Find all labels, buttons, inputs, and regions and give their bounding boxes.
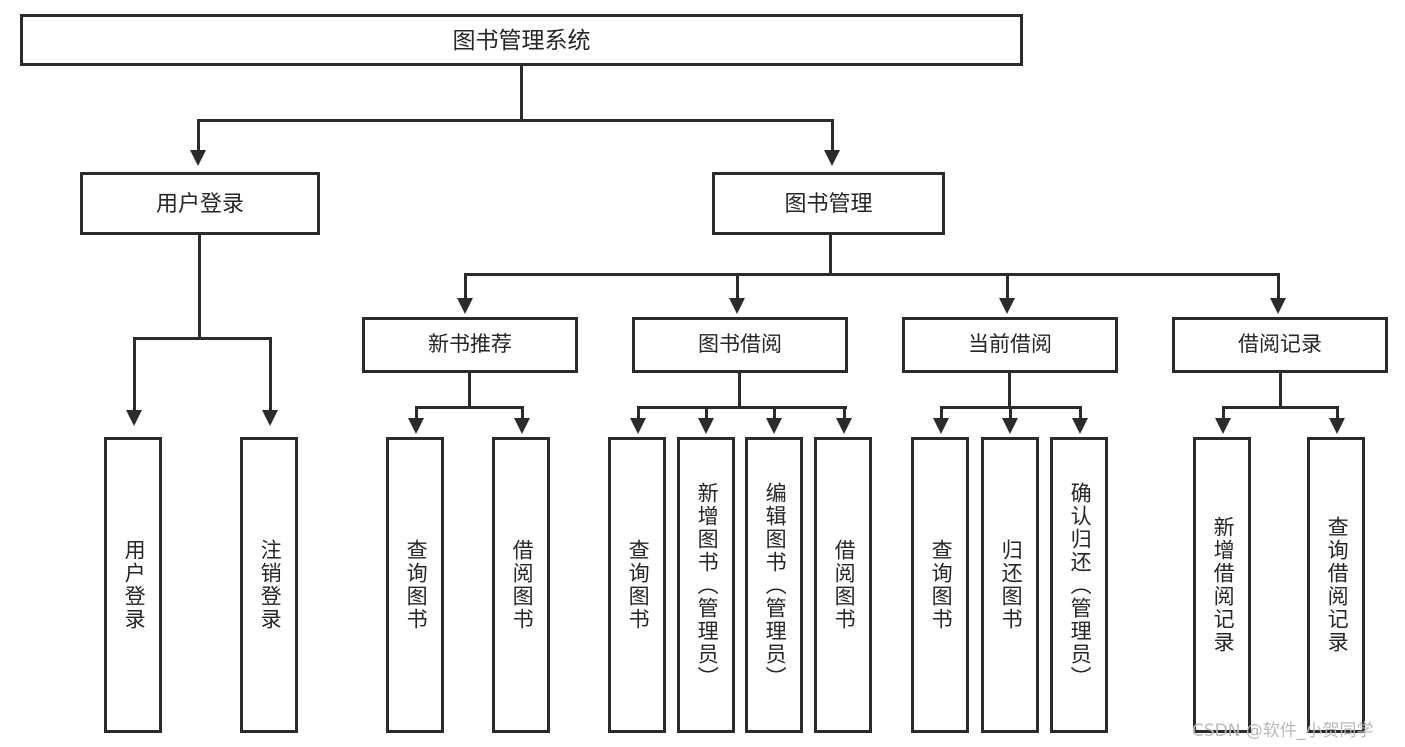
arrow-cb-to-leaf-2 bbox=[1002, 418, 1018, 434]
arrow-bm-to-new-book bbox=[457, 298, 473, 314]
arrow-new-book-to-leaf-1 bbox=[408, 418, 424, 434]
edge-borrow-record-bus bbox=[1222, 406, 1339, 409]
arrow-cb-to-leaf-1 bbox=[933, 418, 949, 434]
node-label: 当前借阅 bbox=[968, 332, 1052, 356]
edge-user-login-to-leaf-2 bbox=[269, 337, 272, 413]
node-label: 新书推荐 bbox=[428, 332, 512, 356]
edge-user-login-bus bbox=[133, 337, 272, 340]
node-label: 用户登录 bbox=[155, 190, 244, 216]
edge-bb-to-leaf-1 bbox=[637, 406, 640, 420]
node-borrow-record[interactable]: 借阅记录 bbox=[1172, 317, 1388, 373]
edge-root-to-book-management bbox=[831, 119, 834, 153]
edge-root-stem bbox=[520, 66, 523, 121]
node-label: 查询图书 bbox=[929, 539, 953, 631]
node-label: 注销登录 bbox=[258, 539, 282, 631]
arrow-user-login-to-leaf-1 bbox=[126, 410, 142, 426]
leaf-book-borrow-edit-book[interactable]: 编辑图书（管理员） bbox=[745, 437, 803, 733]
node-label: 确认归还（管理员） bbox=[1068, 481, 1092, 689]
edge-bm-to-book-borrow bbox=[736, 273, 739, 301]
edge-bm-to-current-borrow bbox=[1006, 273, 1009, 301]
node-current-borrow[interactable]: 当前借阅 bbox=[902, 317, 1118, 373]
edge-book-management-bus bbox=[464, 273, 1280, 276]
edge-new-book-to-leaf-2 bbox=[521, 406, 524, 420]
edge-bb-to-leaf-4 bbox=[843, 406, 846, 420]
edge-bb-to-leaf-3 bbox=[773, 406, 776, 420]
arrow-root-to-user-login bbox=[190, 150, 206, 166]
leaf-current-borrow-query-book[interactable]: 查询图书 bbox=[911, 437, 969, 733]
edge-bm-to-new-book bbox=[464, 273, 467, 301]
edge-br-to-leaf-2 bbox=[1336, 406, 1339, 420]
node-label: 借阅图书 bbox=[510, 539, 534, 631]
arrow-bm-to-book-borrow bbox=[729, 298, 745, 314]
edge-book-borrow-bus bbox=[637, 406, 847, 409]
arrow-bm-to-borrow-record bbox=[1270, 298, 1286, 314]
node-label: 归还图书 bbox=[999, 539, 1023, 631]
node-label: 图书借阅 bbox=[698, 332, 782, 356]
node-root-book-management-system[interactable]: 图书管理系统 bbox=[20, 14, 1023, 66]
node-label: 查询图书 bbox=[626, 539, 650, 631]
leaf-new-book-borrow-book[interactable]: 借阅图书 bbox=[492, 437, 550, 733]
node-label: 图书管理 bbox=[784, 190, 873, 216]
edge-book-management-stem bbox=[829, 235, 832, 275]
leaf-current-borrow-return-book[interactable]: 归还图书 bbox=[981, 437, 1039, 733]
arrow-bm-to-current-borrow bbox=[999, 298, 1015, 314]
edge-cb-to-leaf-3 bbox=[1079, 406, 1082, 420]
arrow-bb-to-leaf-2 bbox=[698, 418, 714, 434]
leaf-book-borrow-query-book[interactable]: 查询图书 bbox=[608, 437, 666, 733]
edge-new-book-bus bbox=[415, 406, 524, 409]
leaf-current-borrow-confirm-return[interactable]: 确认归还（管理员） bbox=[1050, 437, 1108, 733]
arrow-bb-to-leaf-1 bbox=[630, 418, 646, 434]
edge-root-to-user-login bbox=[197, 119, 200, 153]
arrow-user-login-to-leaf-2 bbox=[262, 410, 278, 426]
node-book-borrow[interactable]: 图书借阅 bbox=[632, 317, 848, 373]
leaf-user-login-logout[interactable]: 注销登录 bbox=[240, 437, 298, 733]
node-label: 图书管理系统 bbox=[452, 26, 591, 53]
arrow-bb-to-leaf-4 bbox=[836, 418, 852, 434]
arrow-cb-to-leaf-3 bbox=[1072, 418, 1088, 434]
edge-book-borrow-stem bbox=[738, 373, 741, 408]
edge-bb-to-leaf-2 bbox=[705, 406, 708, 420]
edge-cb-to-leaf-1 bbox=[940, 406, 943, 420]
arrow-br-to-leaf-2 bbox=[1329, 418, 1345, 434]
edge-br-to-leaf-1 bbox=[1222, 406, 1225, 420]
node-new-book-recommend[interactable]: 新书推荐 bbox=[362, 317, 578, 373]
leaf-borrow-record-add-record[interactable]: 新增借阅记录 bbox=[1193, 437, 1251, 733]
leaf-user-login-login[interactable]: 用户登录 bbox=[104, 437, 162, 733]
node-label: 查询图书 bbox=[404, 539, 428, 631]
node-user-login[interactable]: 用户登录 bbox=[80, 172, 320, 235]
edge-root-bus bbox=[197, 119, 834, 122]
csdn-watermark: CSDN @软件_小贺同学 bbox=[1192, 721, 1374, 741]
leaf-new-book-query-book[interactable]: 查询图书 bbox=[386, 437, 444, 733]
edge-user-login-to-leaf-1 bbox=[133, 337, 136, 413]
node-label: 编辑图书（管理员） bbox=[763, 481, 787, 689]
edge-current-borrow-stem bbox=[1008, 373, 1011, 408]
node-label: 用户登录 bbox=[122, 539, 146, 631]
node-label: 新增图书（管理员） bbox=[695, 481, 719, 689]
node-label: 借阅记录 bbox=[1238, 332, 1322, 356]
arrow-new-book-to-leaf-2 bbox=[514, 418, 530, 434]
edge-bm-to-borrow-record bbox=[1277, 273, 1280, 301]
edge-new-book-to-leaf-1 bbox=[415, 406, 418, 420]
edge-cb-to-leaf-2 bbox=[1009, 406, 1012, 420]
leaf-book-borrow-add-book[interactable]: 新增图书（管理员） bbox=[677, 437, 735, 733]
arrow-br-to-leaf-1 bbox=[1215, 418, 1231, 434]
arrow-root-to-book-management bbox=[824, 150, 840, 166]
node-label: 新增借阅记录 bbox=[1211, 516, 1235, 654]
leaf-borrow-record-query-record[interactable]: 查询借阅记录 bbox=[1307, 437, 1365, 733]
leaf-book-borrow-borrow-book[interactable]: 借阅图书 bbox=[814, 437, 872, 733]
node-book-management[interactable]: 图书管理 bbox=[712, 172, 945, 235]
edge-new-book-stem bbox=[468, 373, 471, 408]
node-label: 查询借阅记录 bbox=[1325, 516, 1349, 654]
edge-user-login-stem bbox=[198, 235, 201, 339]
node-label: 借阅图书 bbox=[832, 539, 856, 631]
arrow-bb-to-leaf-3 bbox=[766, 418, 782, 434]
edge-borrow-record-stem bbox=[1279, 373, 1282, 408]
